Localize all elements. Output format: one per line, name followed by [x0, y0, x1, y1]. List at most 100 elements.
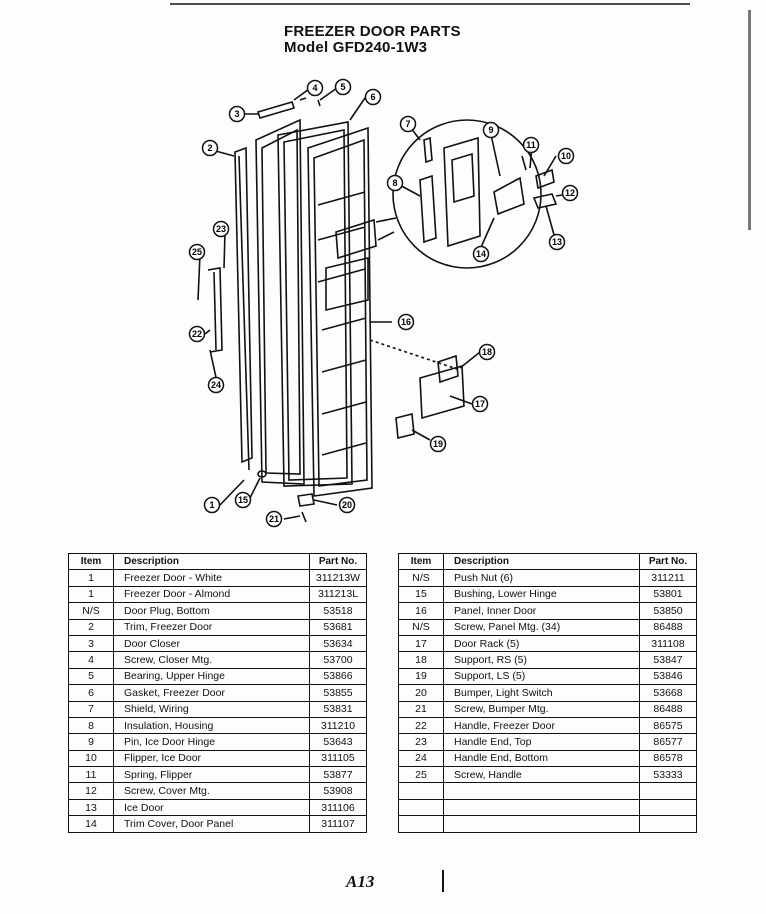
row-item-cell: 2	[68, 618, 114, 636]
row-item-cell: 1	[68, 585, 114, 604]
callout-label-14: 14	[476, 249, 486, 259]
row-item-cell: 22	[398, 716, 444, 735]
table-row	[398, 782, 697, 800]
gasket-part	[277, 121, 353, 487]
row-part-no-cell	[639, 815, 697, 833]
callout-circle-3	[228, 105, 246, 123]
scan-border-top	[170, 3, 690, 5]
row-item-cell	[398, 798, 444, 817]
row-item-cell: 23	[398, 733, 444, 751]
row-description-cell: Trim Cover, Door Panel	[113, 815, 310, 833]
row-item-cell: 9	[68, 733, 114, 751]
callout-circle-8	[386, 174, 404, 192]
row-part-no-cell	[639, 782, 697, 800]
callout-label-17: 17	[475, 399, 485, 409]
row-item-cell: N/S	[68, 602, 114, 620]
row-item-cell: 18	[398, 651, 444, 669]
table-row	[398, 798, 697, 817]
callout-circle-12	[561, 184, 579, 202]
title-line-2: Model GFD240-1W3	[284, 39, 428, 56]
row-description-cell: Bushing, Lower Hinge	[443, 585, 640, 604]
row-part-no-cell: 53333	[639, 766, 697, 784]
callout-label-16: 16	[401, 317, 411, 327]
callout-circle-16	[397, 313, 415, 331]
row-item-cell: N/S	[398, 618, 444, 636]
callout-circle-23	[212, 220, 230, 238]
row-item-cell: 3	[68, 634, 114, 653]
outer-door-part	[255, 118, 305, 485]
callout-label-13: 13	[552, 237, 562, 247]
row-item-cell: 7	[68, 700, 114, 718]
header-description: Description	[113, 552, 310, 571]
callout-label-21: 21	[269, 514, 279, 524]
callout-circle-25	[188, 243, 206, 261]
callout-circle-14	[472, 245, 490, 263]
callout-circle-9	[482, 121, 500, 139]
header-description: Description	[443, 552, 640, 571]
row-part-no-cell: 53847	[639, 651, 697, 669]
row-item-cell: 10	[68, 749, 114, 768]
row-item-cell: 25	[398, 766, 444, 784]
row-part-no-cell: 53831	[309, 700, 367, 718]
row-description-cell: Screw, Handle	[443, 766, 640, 784]
row-description-cell	[443, 798, 640, 817]
callout-circle-17	[471, 395, 489, 413]
row-part-no-cell: 53855	[309, 684, 367, 702]
row-description-cell: Support, RS (5)	[443, 651, 640, 669]
row-item-cell: 16	[398, 602, 444, 620]
row-item-cell: 12	[68, 782, 114, 800]
row-description-cell: Gasket, Freezer Door	[113, 684, 310, 702]
callout-label-9: 9	[488, 125, 493, 135]
row-part-no-cell: 53801	[639, 585, 697, 604]
handle-part	[207, 267, 223, 353]
row-item-cell: 13	[68, 798, 114, 817]
callout-circle-21	[265, 510, 283, 528]
row-part-no-cell: 311107	[309, 815, 367, 833]
table-header-row: Item Description Part No.	[398, 552, 697, 571]
callout-label-22: 22	[192, 329, 202, 339]
row-item-cell: 1	[68, 569, 114, 587]
callout-label-7: 7	[405, 119, 410, 129]
row-description-cell: Screw, Bumper Mtg.	[443, 700, 640, 718]
callout-circle-18	[478, 343, 496, 361]
row-description-cell	[443, 782, 640, 800]
callout-label-25: 25	[192, 247, 202, 257]
row-part-no-cell: 86577	[639, 733, 697, 751]
row-description-cell: Bumper, Light Switch	[443, 684, 640, 702]
row-description-cell: Spring, Flipper	[113, 766, 310, 784]
row-item-cell: N/S	[398, 569, 444, 587]
row-description-cell: Screw, Panel Mtg. (34)	[443, 618, 640, 636]
row-description-cell: Panel, Inner Door	[443, 602, 640, 620]
callout-circle-6	[364, 88, 382, 106]
callout-label-18: 18	[482, 347, 492, 357]
door-rack-part	[419, 364, 465, 420]
row-item-cell	[398, 782, 444, 800]
callout-circle-19	[429, 435, 447, 453]
row-description-cell: Insulation, Housing	[113, 716, 310, 735]
row-item-cell: 17	[398, 634, 444, 653]
header-item: Item	[398, 552, 444, 571]
callout-label-1: 1	[209, 500, 214, 510]
row-description-cell: Shield, Wiring	[113, 700, 310, 718]
callout-circle-15	[234, 491, 252, 509]
row-description-cell: Handle End, Bottom	[443, 749, 640, 768]
row-part-no-cell: 53846	[639, 667, 697, 686]
row-part-no-cell: 53700	[309, 651, 367, 669]
row-description-cell: Pin, Ice Door Hinge	[113, 733, 310, 751]
callout-label-11: 11	[526, 140, 536, 150]
row-description-cell: Door Rack (5)	[443, 634, 640, 653]
